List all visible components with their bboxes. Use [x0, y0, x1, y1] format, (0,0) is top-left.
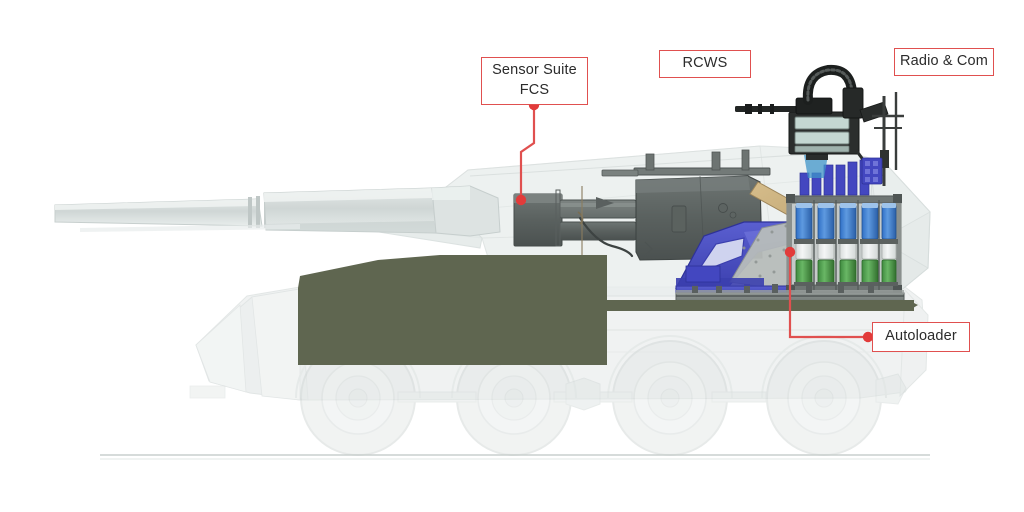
leader-lines	[519, 105, 866, 339]
callout-sensor-suite-fcs[interactable]: Sensor Suite FCS	[481, 57, 588, 105]
antenna-mast	[861, 92, 904, 186]
breech-assembly	[513, 149, 771, 268]
rcws-assembly	[735, 64, 889, 178]
dot-autoloader-target	[784, 246, 796, 258]
wheel	[766, 340, 882, 456]
leader-autoloader	[788, 253, 866, 339]
ammunition-column	[860, 203, 880, 286]
callout-autoloader[interactable]: Autoloader	[872, 322, 970, 352]
gun-barrel	[54, 185, 501, 237]
wheel-group	[189, 340, 907, 456]
leader-sensor-suite	[519, 105, 536, 198]
ammunition-column	[838, 203, 858, 286]
ammunition-column	[816, 203, 836, 286]
callout-rcws[interactable]: RCWS	[659, 50, 751, 78]
dot-autoloader-anchor	[862, 331, 874, 343]
ammunition-column	[880, 203, 898, 286]
wheel	[300, 340, 416, 456]
dot-sensor-target	[515, 194, 527, 206]
olive-hull-block	[298, 255, 918, 365]
ground-line	[100, 454, 930, 460]
ammunition-column	[794, 203, 814, 286]
callout-radio-and-com[interactable]: Radio & Com	[894, 48, 994, 76]
wheel	[456, 340, 572, 456]
